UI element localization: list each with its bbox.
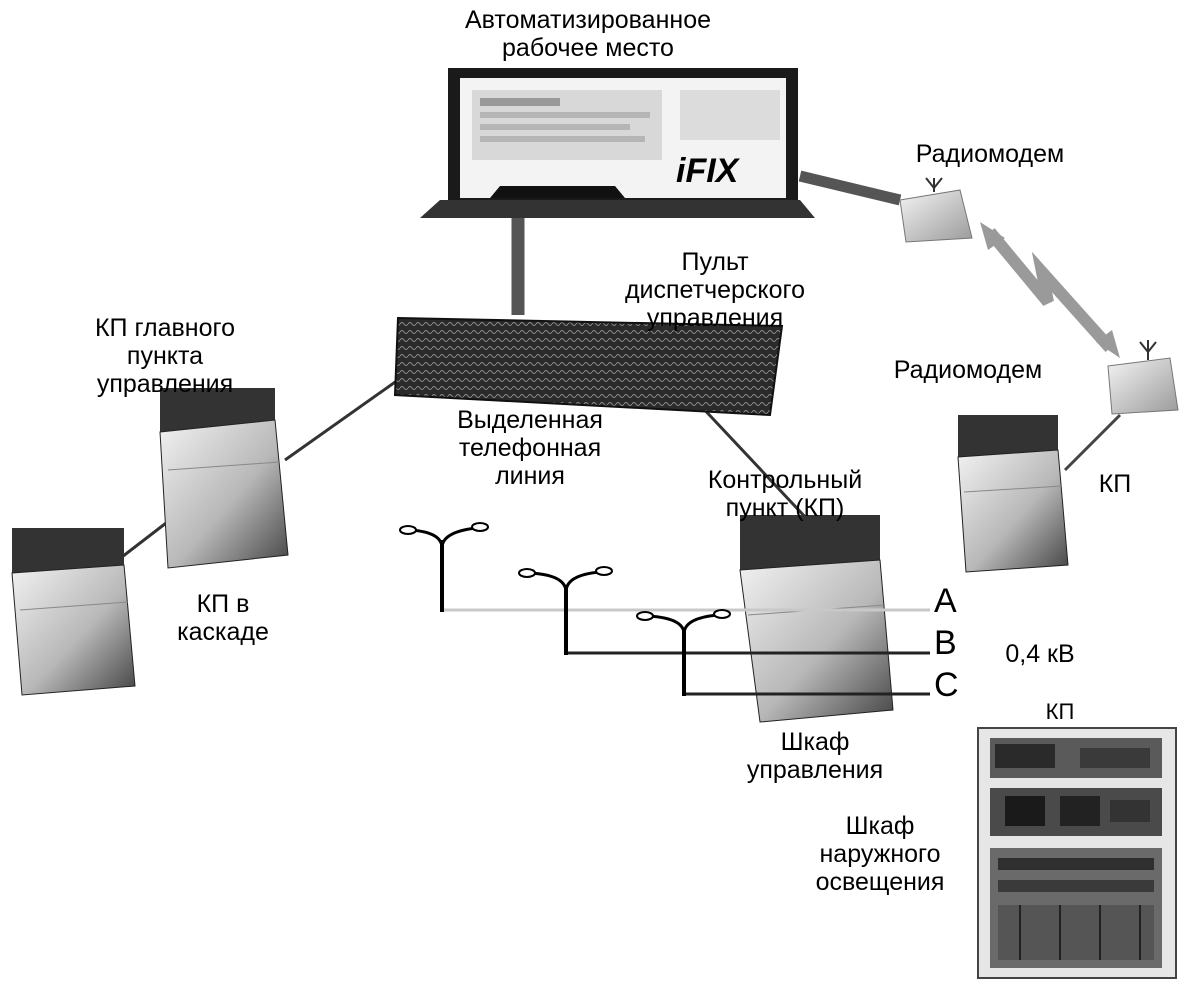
- radiomodem-top-device: [899, 177, 973, 243]
- main-kp-cascade-link: [117, 518, 171, 562]
- workstation-label-line: рабочее место: [502, 34, 674, 62]
- radiomodem-bottom-label: Радиомодем: [888, 356, 1048, 384]
- leased-line-label-line: Выделенная: [457, 406, 603, 434]
- main-kp-label-line: КП главного: [94, 314, 235, 342]
- kp-photo-label-text: КП: [1045, 699, 1075, 724]
- voltage-label-text: 0,4 кВ: [1005, 640, 1075, 668]
- radio-link-arrowhead-bottom: [1096, 330, 1120, 358]
- phase-b-label: B: [934, 624, 957, 662]
- street-lighting-network: [399, 522, 930, 696]
- console-label-line: диспетчерского: [624, 276, 806, 304]
- phase-a-label: A: [934, 582, 957, 620]
- workstation-label-line: Автоматизированное: [465, 6, 711, 34]
- radio-kp-cabinet: [957, 415, 1069, 573]
- kp-cascade-label: КП в каскаде: [148, 590, 298, 646]
- radiomodem-bottom-label-text: Радиомодем: [893, 356, 1043, 384]
- control-point-cabinet: [739, 515, 894, 723]
- kp-right-label-text: КП: [1098, 470, 1132, 498]
- workstation-monitor: iFIX: [420, 68, 815, 218]
- main-kp-label-line: пункта: [126, 342, 204, 370]
- main-kp-label: КП главного пункта управления: [45, 314, 285, 398]
- outdoor-cabinet-label-line: Шкаф: [845, 812, 915, 840]
- control-point-label: Контрольный пункт (КП): [650, 466, 920, 522]
- radiomodem-top-label: Радиомодем: [910, 140, 1070, 168]
- radiomodem-bottom-device: [1107, 340, 1179, 415]
- control-cabinet-label-line: управления: [746, 756, 884, 784]
- leased-line-label-line: телефонная: [458, 434, 602, 462]
- workstation-radiomodem-link: [798, 170, 902, 206]
- console-label-line: Пульт: [681, 248, 749, 276]
- outdoor-lighting-cabinet-photo: [977, 727, 1177, 979]
- control-point-label-line: Контрольный: [707, 466, 863, 494]
- connection-lines: [117, 170, 1122, 562]
- control-point-label-line: пункт (КП): [725, 494, 845, 522]
- phase-c-label: C: [934, 666, 959, 704]
- outdoor-cabinet-label-line: освещения: [815, 868, 945, 896]
- outdoor-cabinet-label-line: наружного: [819, 840, 941, 868]
- radiomodem-top-label-text: Радиомодем: [915, 140, 1065, 168]
- console-control-point-link: [698, 403, 810, 522]
- control-cabinet-label: Шкаф управления: [690, 728, 940, 784]
- main-kp-cabinet: [159, 388, 289, 569]
- leased-line-label-line: линия: [495, 462, 565, 490]
- street-lamp: [636, 609, 731, 696]
- control-cabinet-label-line: Шкаф: [780, 728, 850, 756]
- outdoor-cabinet-label: Шкаф наружного освещения: [780, 812, 980, 896]
- leased-line-label: Выделенная телефонная линия: [400, 406, 660, 490]
- kp-photo-label: КП: [1030, 698, 1090, 726]
- dispatch-console: [393, 316, 784, 417]
- console-label: Пульт диспетчерского управления: [560, 248, 870, 332]
- software-logo: iFIX: [676, 152, 741, 190]
- radio-link-arrowhead-top: [980, 222, 1005, 250]
- workstation-label: Автоматизированное рабочее место: [438, 6, 738, 62]
- main-kp-label-line: управления: [96, 370, 234, 398]
- console-label-line: управления: [646, 304, 784, 332]
- kp-cascade-label-line: каскаде: [177, 618, 269, 646]
- radiomodem-kp-link: [1063, 413, 1122, 472]
- cascade-kp-cabinet: [11, 528, 136, 696]
- voltage-label: 0,4 кВ: [985, 640, 1095, 668]
- kp-cascade-label-line: КП в: [196, 590, 250, 618]
- street-lamp: [399, 522, 489, 612]
- street-lamp: [518, 566, 613, 655]
- radio-link-arrow: [985, 228, 1115, 353]
- kp-right-label: КП: [1085, 470, 1145, 498]
- console-main-kp-link: [284, 378, 399, 462]
